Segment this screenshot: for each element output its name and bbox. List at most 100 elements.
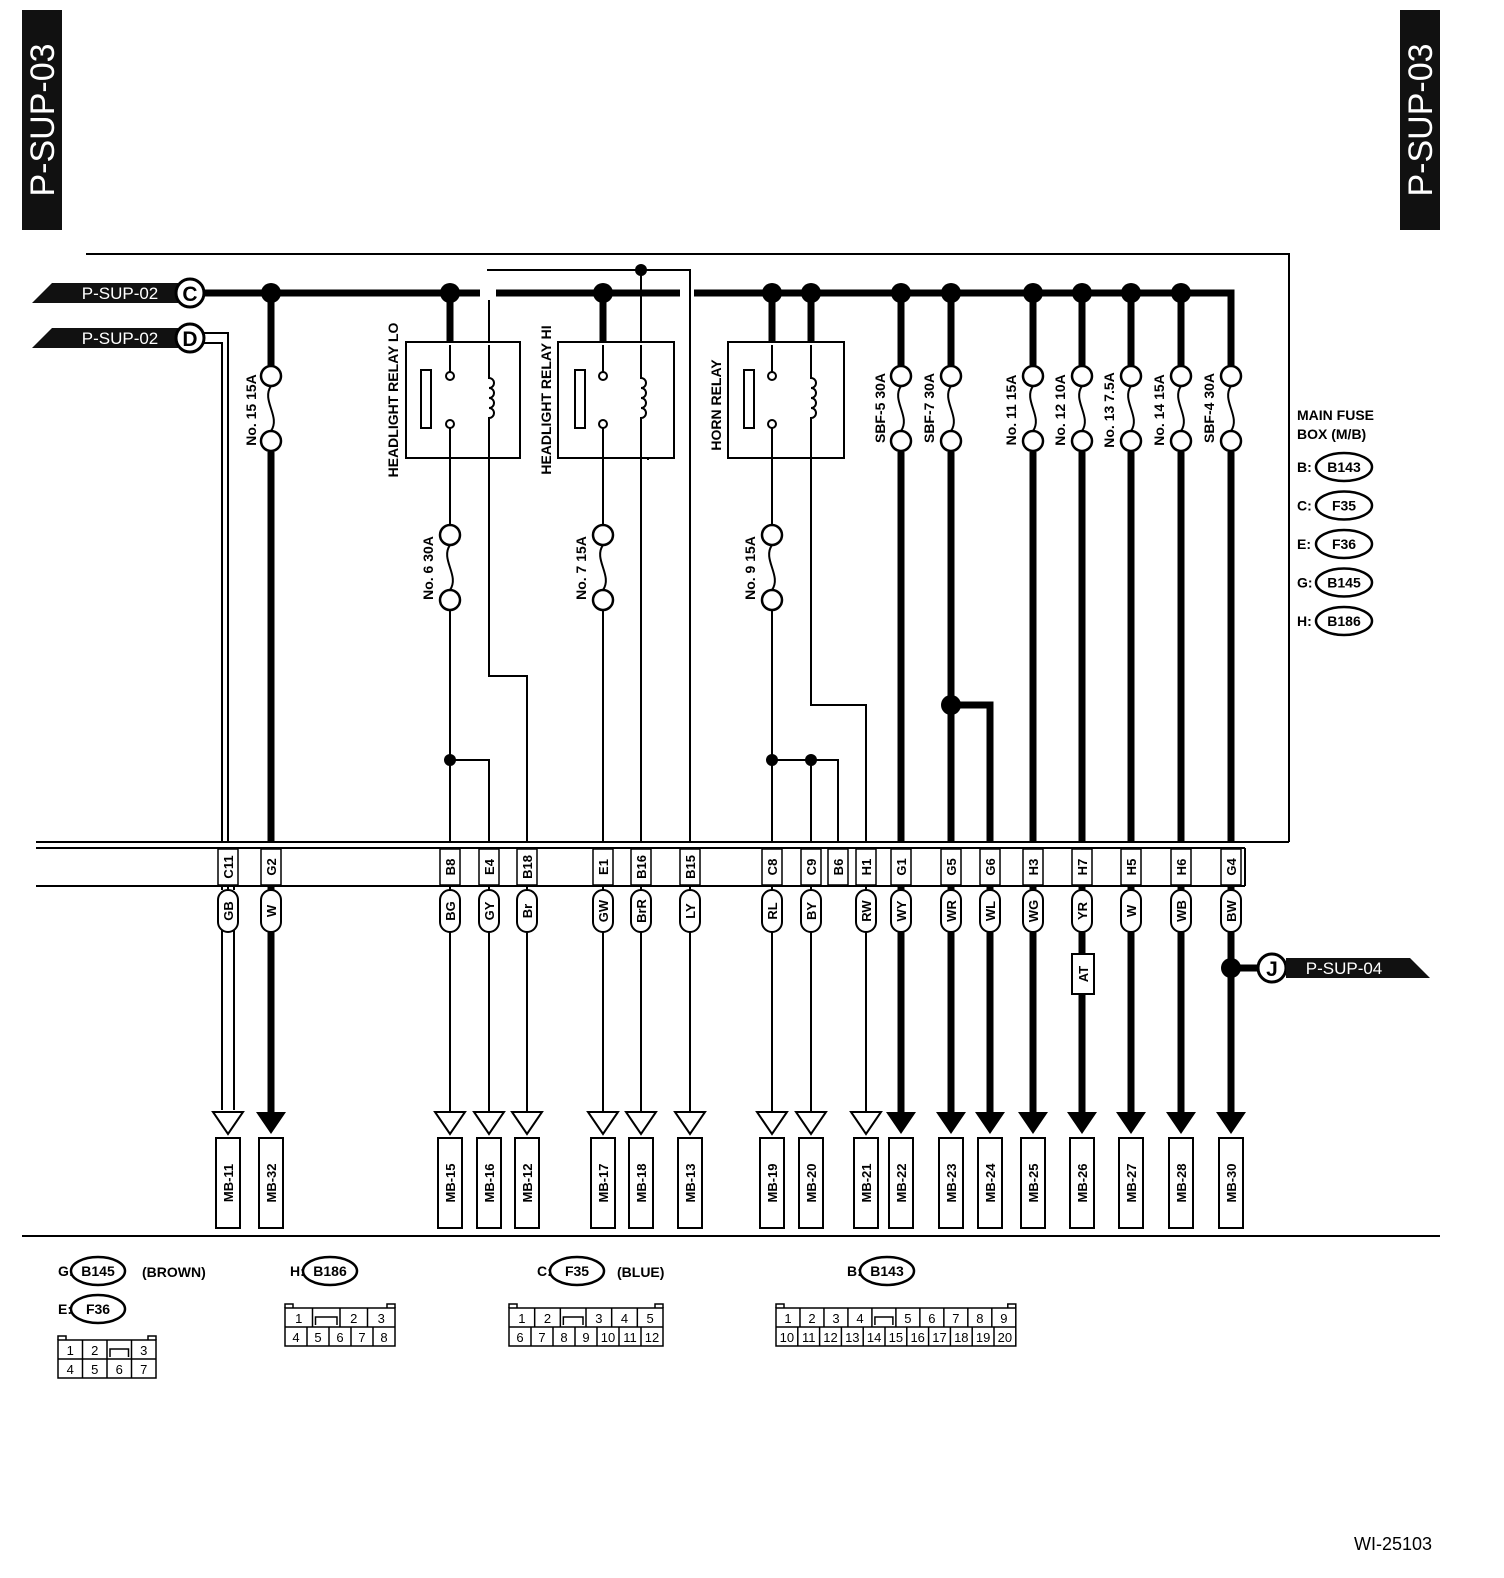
pin-number: 8 <box>976 1311 983 1326</box>
fuse-symbol <box>438 523 462 612</box>
page-tab-left: P-SUP-03 <box>22 10 62 230</box>
latch-icon <box>314 1316 338 1325</box>
arrow-icon <box>673 1111 707 1136</box>
offpage-connector-c: P-SUP-02 C <box>32 277 206 309</box>
at-marker: AT <box>1071 953 1095 995</box>
relay-headlight-hi: HEADLIGHT RELAY HI <box>538 325 675 475</box>
fuse-box-title-2: BOX (M/B) <box>1297 426 1366 442</box>
pin-number: 4 <box>621 1311 628 1326</box>
arrow-icon <box>433 1111 467 1136</box>
destination-label: MB-27 <box>1124 1163 1139 1202</box>
pin-label: H1 <box>859 859 874 876</box>
fuse-symbol <box>1119 364 1143 453</box>
offpage-d-letter: D <box>182 328 197 351</box>
pin-number: 11 <box>623 1330 637 1345</box>
pin-column: B6 <box>827 848 849 886</box>
pin-number: 7 <box>140 1362 147 1377</box>
pin-label: B15 <box>683 855 698 879</box>
pin-number: 7 <box>538 1330 545 1345</box>
fuse-symbol <box>1219 364 1243 453</box>
connector-note: (BLUE) <box>617 1264 664 1280</box>
arrow-icon <box>886 1112 916 1134</box>
legend-connector-oval <box>1314 567 1374 598</box>
arrow-icon <box>624 1111 658 1136</box>
pin-label: B8 <box>443 859 458 876</box>
destination-label: MB-13 <box>683 1163 698 1202</box>
fuse-label-no12: No. 12 10A <box>1052 374 1068 446</box>
pin-number: 6 <box>336 1330 343 1345</box>
pin-number: 3 <box>595 1311 602 1326</box>
pin-label: H7 <box>1075 859 1090 876</box>
fuse-box-title-1: MAIN FUSE <box>1297 407 1374 423</box>
pin-number: 5 <box>647 1311 654 1326</box>
pin-number: 10 <box>780 1330 794 1345</box>
arrow-icon <box>849 1111 883 1136</box>
at-label: AT <box>1076 966 1091 982</box>
wire-color: WG <box>1026 900 1041 922</box>
legend-connector-oval <box>1314 605 1374 637</box>
page-tab-right: P-SUP-03 <box>1400 10 1440 230</box>
arrow-icon <box>586 1111 620 1136</box>
wire-color: BW <box>1224 899 1239 921</box>
pin-number: 3 <box>832 1311 839 1326</box>
destination-label: MB-11 <box>221 1164 236 1202</box>
pin-number: 2 <box>91 1343 98 1358</box>
wire-color: RW <box>859 900 874 922</box>
pin-number: 3 <box>378 1311 385 1326</box>
destination-label: MB-16 <box>482 1163 497 1202</box>
pin-label: E1 <box>596 859 611 875</box>
pin-label: G6 <box>983 858 998 875</box>
pin-label: G4 <box>1224 858 1239 876</box>
pin-number: 4 <box>67 1362 74 1377</box>
fuse-label-no6: No. 6 30A <box>420 536 436 600</box>
connector-key: C: <box>537 1263 552 1279</box>
pin-number: 3 <box>140 1343 147 1358</box>
pin-number: 7 <box>952 1311 959 1326</box>
pin-number: 1 <box>67 1343 74 1358</box>
page-id-left: P-SUP-03 <box>24 43 62 196</box>
legend-key: C: <box>1297 498 1312 514</box>
fuse-label-no7: No. 7 15A <box>573 536 589 600</box>
pin-label: B18 <box>520 855 535 879</box>
pin-number: 17 <box>932 1330 946 1345</box>
pin-label: C11 <box>221 855 236 878</box>
offpage-connector-d: P-SUP-02 D <box>32 322 206 354</box>
connector-id: B186 <box>313 1263 347 1279</box>
destination-label: MB-18 <box>634 1163 649 1202</box>
figure-code: WI-25103 <box>1354 1534 1432 1554</box>
wire-color: BrR <box>634 898 649 922</box>
fuse-label-no15: No. 15 15A <box>243 374 259 446</box>
pin-number: 13 <box>845 1330 859 1345</box>
fuse-symbol <box>760 523 784 612</box>
legend-key: E: <box>1297 536 1311 552</box>
legend-connector: B143 <box>1327 459 1361 475</box>
arrow-icon <box>936 1112 966 1134</box>
fuse-symbol <box>591 523 615 612</box>
connector-id: B145 <box>81 1263 115 1279</box>
connector-oval <box>858 1255 916 1287</box>
legend-connector: B186 <box>1327 613 1361 629</box>
connector-oval <box>69 1293 127 1325</box>
pin-label: H6 <box>1174 859 1189 876</box>
connector-key: E: <box>58 1301 72 1317</box>
connector-oval <box>69 1255 127 1287</box>
arrow-icon <box>256 1112 286 1134</box>
offpage-j-label: P-SUP-04 <box>1306 959 1383 978</box>
fuse-symbol <box>1021 364 1045 453</box>
arrow-icon <box>1166 1112 1196 1134</box>
relay-horn: HORN RELAY <box>708 341 845 459</box>
pin-label: E4 <box>482 858 497 875</box>
pin-number: 6 <box>928 1311 935 1326</box>
pin-number: 20 <box>998 1330 1012 1345</box>
pin-number: 7 <box>358 1330 365 1345</box>
pin-number: 18 <box>954 1330 968 1345</box>
